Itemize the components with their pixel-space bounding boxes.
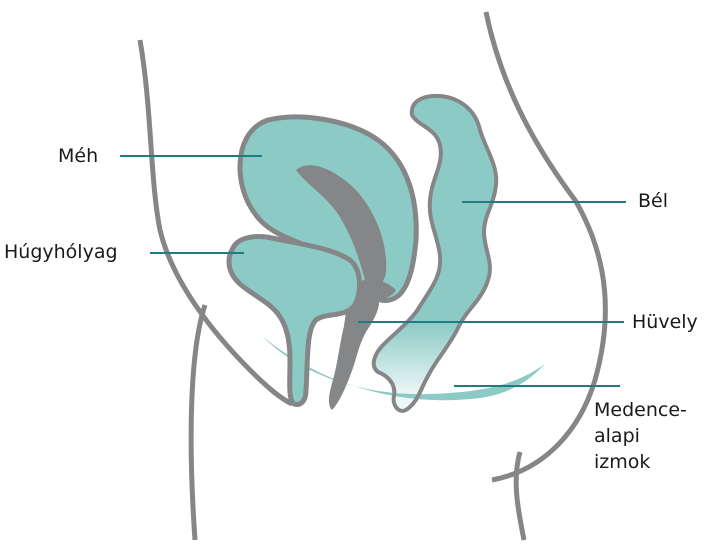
label-huvely: Hüvely: [632, 310, 698, 334]
label-medencealapi-line2: alapi: [594, 423, 687, 449]
label-medencealapi-izmok: Medence- alapi izmok: [594, 397, 687, 475]
body-outline-back: [486, 12, 605, 480]
thigh-outline: [191, 305, 205, 540]
label-medencealapi-line1: Medence-: [594, 397, 687, 423]
label-bel: Bél: [638, 189, 668, 213]
label-hugyholyag: Húgyhólyag: [4, 240, 118, 264]
label-meh: Méh: [58, 144, 98, 168]
buttock-outline: [516, 452, 524, 540]
label-medencealapi-line3: izmok: [594, 449, 687, 475]
